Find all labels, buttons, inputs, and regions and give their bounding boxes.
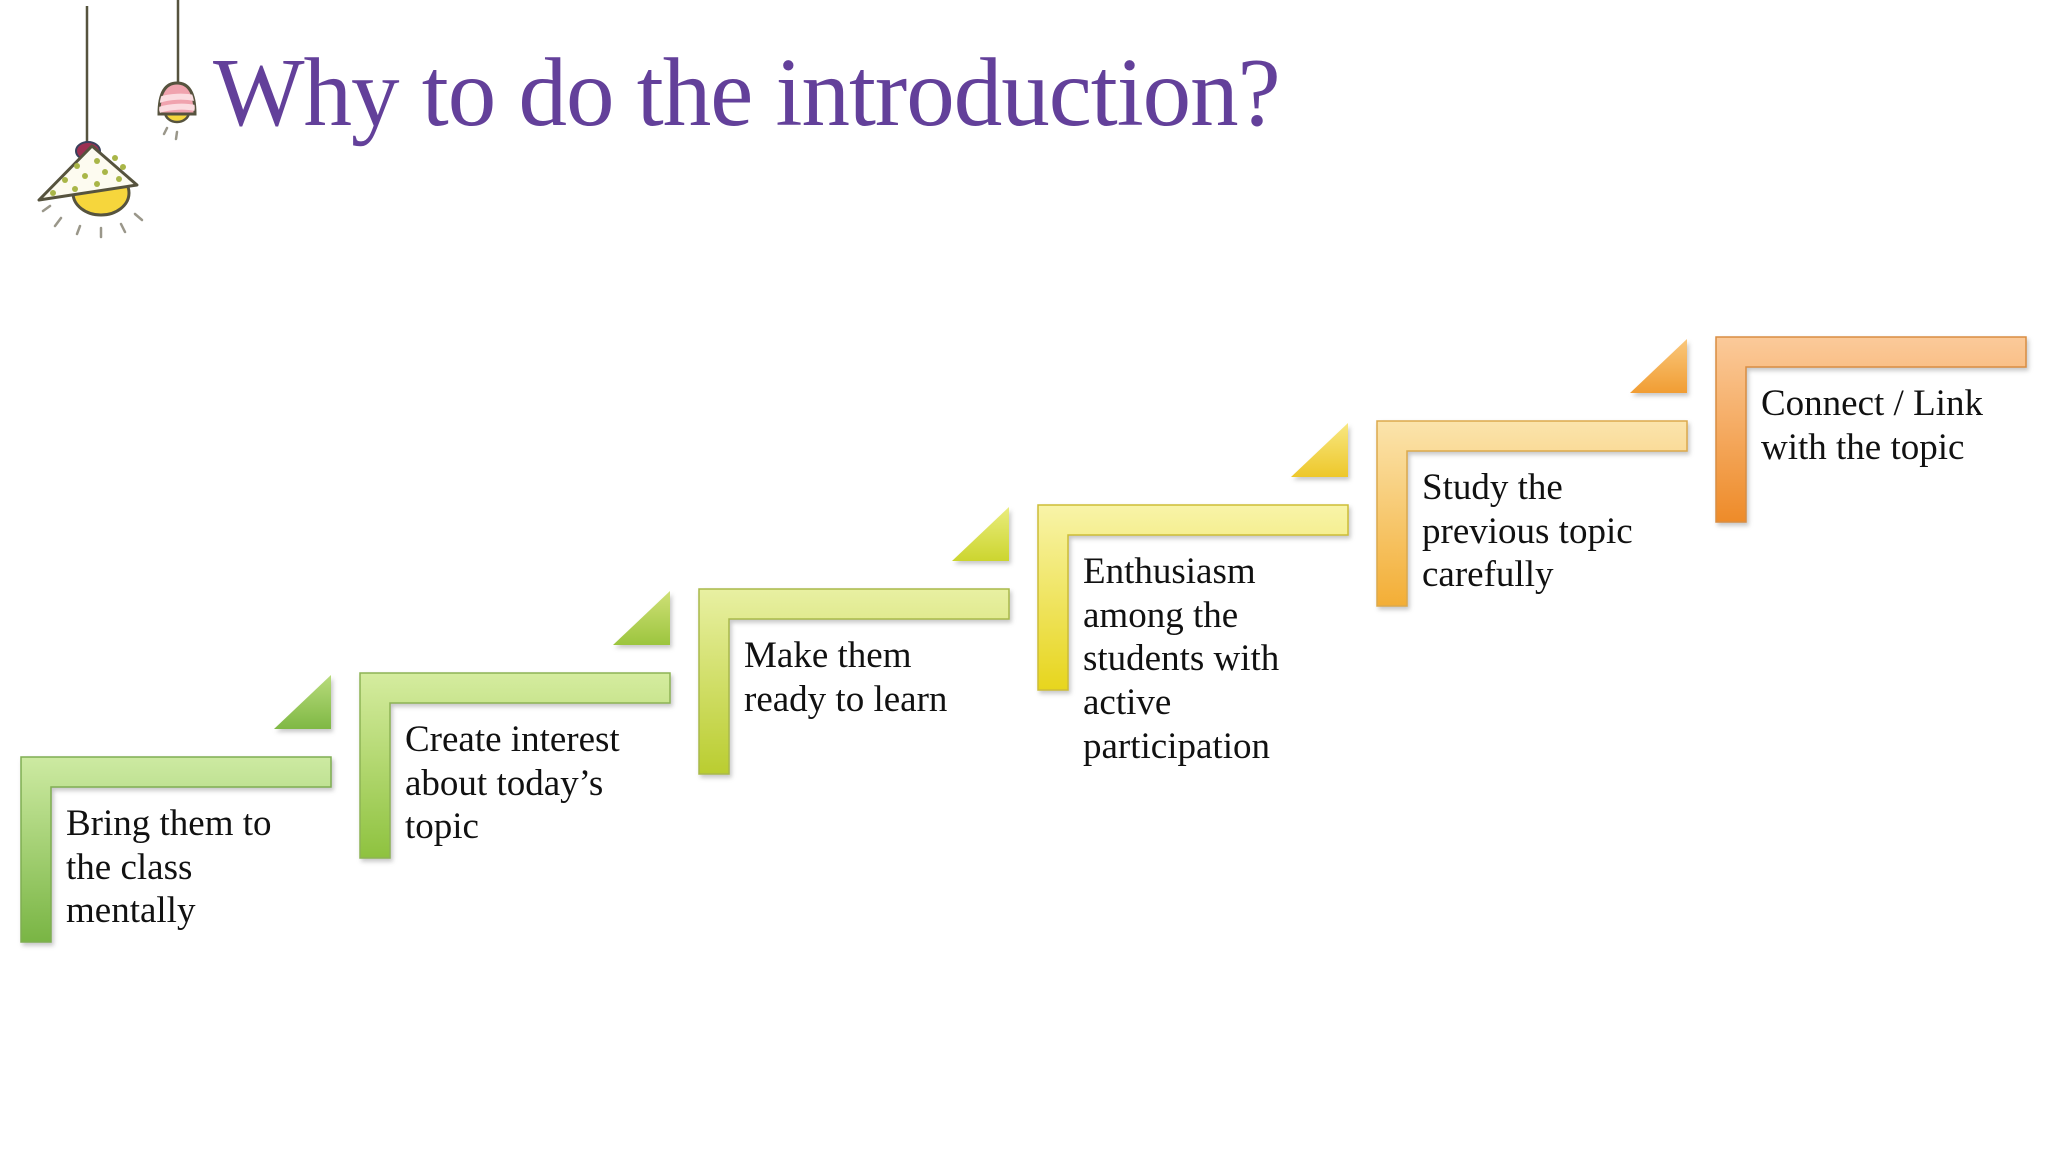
step-label: Bring them to the class mentally [66, 803, 272, 932]
cone-pendant-lamp-icon [37, 6, 144, 239]
step-label: Connect / Link with the topic [1761, 383, 1983, 468]
step-bracket-shape [359, 672, 671, 859]
step-bracket-shape [20, 756, 332, 943]
step-bracket-shape [698, 588, 1010, 775]
bell-pendant-lamp-icon [157, 0, 197, 141]
step-bracket-shape [1715, 336, 2027, 523]
step-bracket-shape [1376, 420, 1688, 607]
page-title: Why to do the introduction? [213, 39, 1281, 146]
step-label: Enthusiasm among the students with activ… [1083, 551, 1280, 767]
step-bracket-shape [1037, 504, 1349, 691]
step-arrow-icon [1291, 423, 1348, 477]
step-label: Make them ready to learn [744, 635, 948, 720]
step-label: Study the previous topic carefully [1422, 467, 1633, 596]
step-arrow-icon [274, 675, 331, 729]
step-arrow-icon [1630, 339, 1687, 393]
step-arrow-icon [952, 507, 1009, 561]
step-label: Create interest about today’s topic [405, 719, 620, 848]
hanging-lamps-illustration [37, 0, 197, 239]
step-arrow-icon [613, 591, 670, 645]
